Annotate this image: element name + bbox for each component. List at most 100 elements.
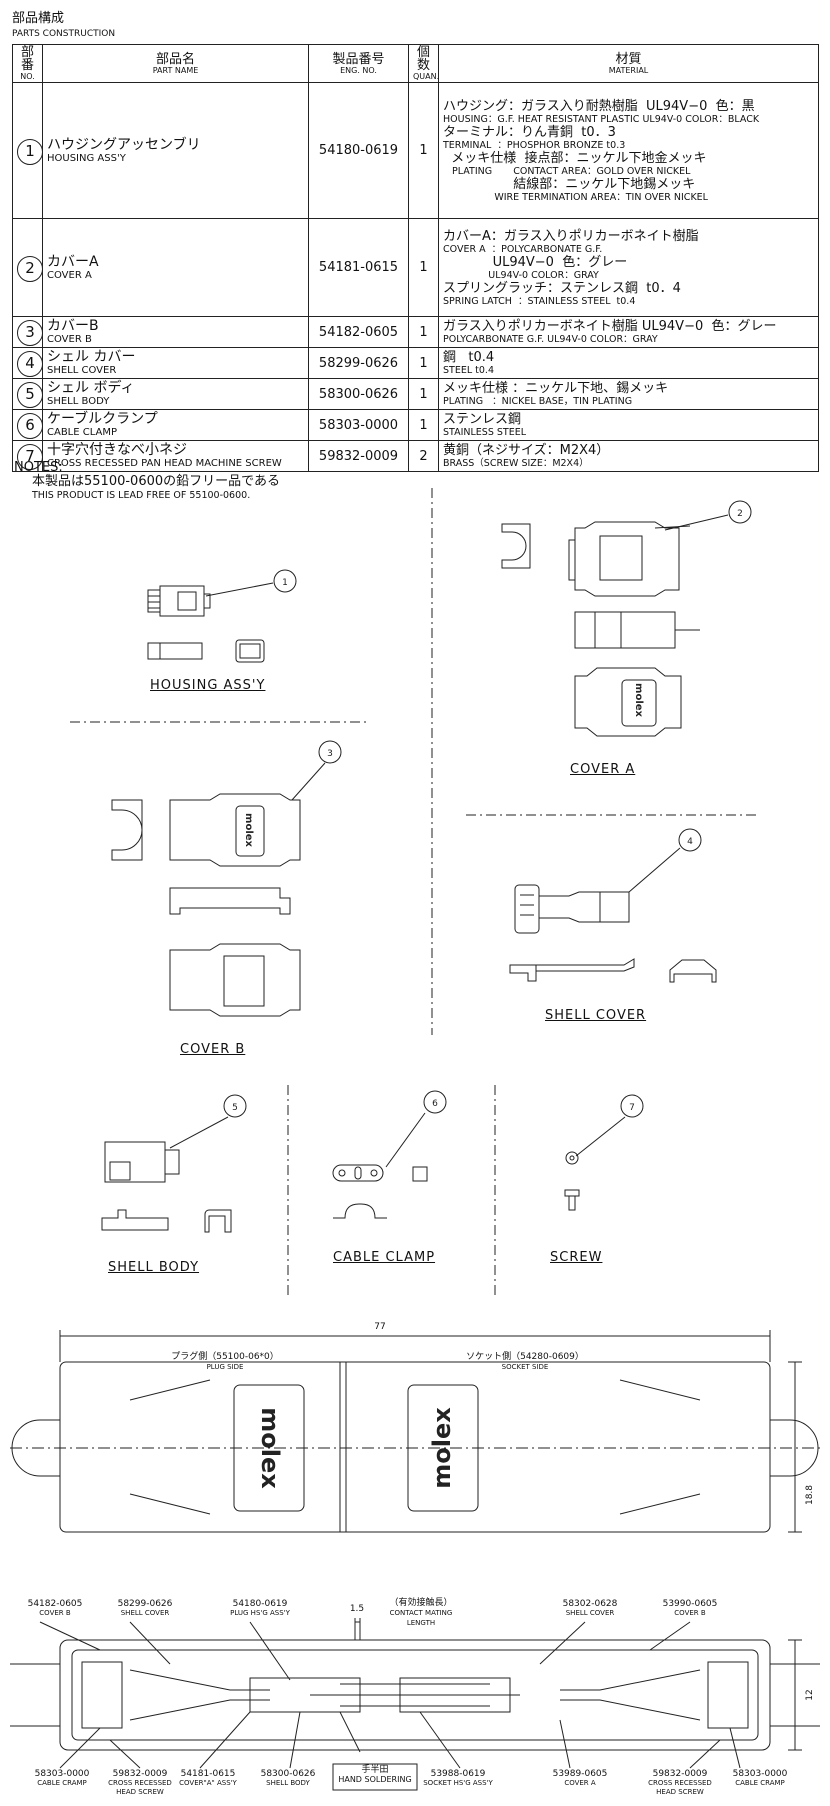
part-number-badge: 2: [17, 255, 43, 282]
part-number-badge: 1: [17, 138, 43, 165]
part-name-jp: シェル ボディ: [47, 380, 135, 396]
material-line: PLATING CONTACT AREA：GOLD OVER NICKEL: [443, 165, 691, 177]
part-name-en: HOUSING ASS'Y: [47, 152, 126, 164]
view-label-shell-body: SHELL BODY: [108, 1260, 200, 1275]
callout-7-number: 7: [629, 1103, 635, 1113]
shell-cover-drawing: [509, 884, 717, 983]
material-line: STEEL t0.4: [443, 365, 494, 376]
part-name-en: CABLE CLAMP: [47, 427, 118, 438]
eng-no-cell: 59832-0009: [308, 440, 409, 472]
callout-2: [728, 500, 752, 524]
material-line: POLYCARBONATE G.F. UL94V-0 COLOR：GRAY: [443, 334, 658, 345]
contact-mating-label: （有効接触長）CONTACT MATING LENGTH: [389, 1598, 453, 1627]
callout-bubbles: [223, 500, 752, 1118]
callout-5-number: 5: [232, 1103, 238, 1113]
material-line: TERMINAL ：PHOSPHOR BRONZE t0.3: [443, 139, 626, 151]
material-line: STAINLESS STEEL: [443, 427, 527, 438]
material-line: PLATING ：NICKEL BASE，TIN PLATING: [443, 396, 633, 407]
eng-no-cell: 54180-0619: [308, 82, 409, 219]
material-cell: 黄銅（ネジサイズ：M2X4）BRASS（SCREW SIZE：M2X4）: [438, 440, 819, 472]
cover-b-drawing: [111, 793, 301, 1017]
part-name-jp: ハウジングアッセンブリ: [47, 136, 201, 153]
material-line: ガラス入りポリカーボネイト樹脂 UL94V−0 色：グレー: [443, 319, 777, 334]
dim-contact: 1.5: [349, 1604, 365, 1614]
part-name-en: SHELL BODY: [47, 396, 110, 407]
screw-drawing: [564, 1151, 580, 1211]
molex-logo: molex: [633, 683, 644, 718]
part-name-en: CROSS RECESSED PAN HEAD MACHINE SCREW: [47, 458, 282, 469]
callout-7: [620, 1094, 644, 1118]
material-line: スプリングラッチ：ステンレス鋼 t0．4: [443, 280, 681, 296]
notes-en: THIS PRODUCT IS LEAD FREE OF 55100-0600.: [32, 490, 251, 501]
part-number-badge: 5: [17, 382, 43, 408]
quantity-cell: 1: [408, 378, 439, 410]
view-label-cable-clamp: CABLE CLAMP: [333, 1250, 436, 1265]
part-name-jp: カバーA: [47, 253, 99, 270]
view-label-shell-cover: SHELL COVER: [545, 1008, 647, 1023]
part-name-jp: ケーブルクランプ: [47, 411, 158, 427]
callout-1-number: 1: [282, 578, 288, 588]
callout-2-number: 2: [737, 509, 743, 519]
view-label-housing: HOUSING ASS'Y: [150, 678, 266, 693]
material-line: 黄銅（ネジサイズ：M2X4）: [443, 443, 610, 458]
section-title-jp: 部品構成: [12, 11, 65, 26]
callout-3-number: 3: [327, 749, 333, 759]
dim-height-bottom: 12: [805, 1689, 815, 1701]
notes: NOTES: 本製品は55100-0600の鉛フリー品である THIS PROD…: [14, 461, 280, 503]
eng-no-cell: 58299-0626: [308, 347, 409, 379]
part-name-en: COVER A: [47, 269, 92, 281]
quantity-cell: 1: [408, 409, 439, 441]
quantity-cell: 1: [408, 82, 439, 219]
callout-numbers: 1 2 3 4 5 6 7: [232, 509, 743, 1113]
part-name-jp: 十字穴付きなべ小ネジ: [47, 442, 187, 458]
part-name-jp: シェル カバー: [47, 349, 136, 365]
material-line: 結線部：ニッケル下地錫メッキ: [443, 176, 696, 192]
callout-3: [318, 740, 342, 764]
molex-logo: molex: [256, 1407, 284, 1489]
housing-assy-drawing: [147, 585, 265, 663]
molex-logo: molex: [243, 813, 254, 848]
material-line: メッキ仕様 接点部：ニッケル下地金メッキ: [443, 150, 707, 166]
part-number-cell: 3: [12, 316, 43, 348]
material-line: SPRING LATCH ：STAINLESS STEEL t0.4: [443, 295, 636, 307]
molex-logo: molex: [428, 1407, 456, 1489]
dim-length: 77: [374, 1322, 386, 1332]
material-line: カバーA：ガラス入りポリカーボネイト樹脂: [443, 228, 699, 244]
shell-body-drawing: [101, 1141, 232, 1233]
material-line: WIRE TERMINATION AREA：TIN OVER NICKEL: [443, 191, 708, 203]
eng-no-cell: 58300-0626: [308, 378, 409, 410]
part-number-badge: 3: [17, 320, 43, 346]
part-number-cell: 7: [12, 440, 43, 472]
view-label-cover-a: COVER A: [570, 762, 636, 777]
material-line: HOUSING：G.F. HEAT RESISTANT PLASTIC UL94…: [443, 113, 760, 125]
